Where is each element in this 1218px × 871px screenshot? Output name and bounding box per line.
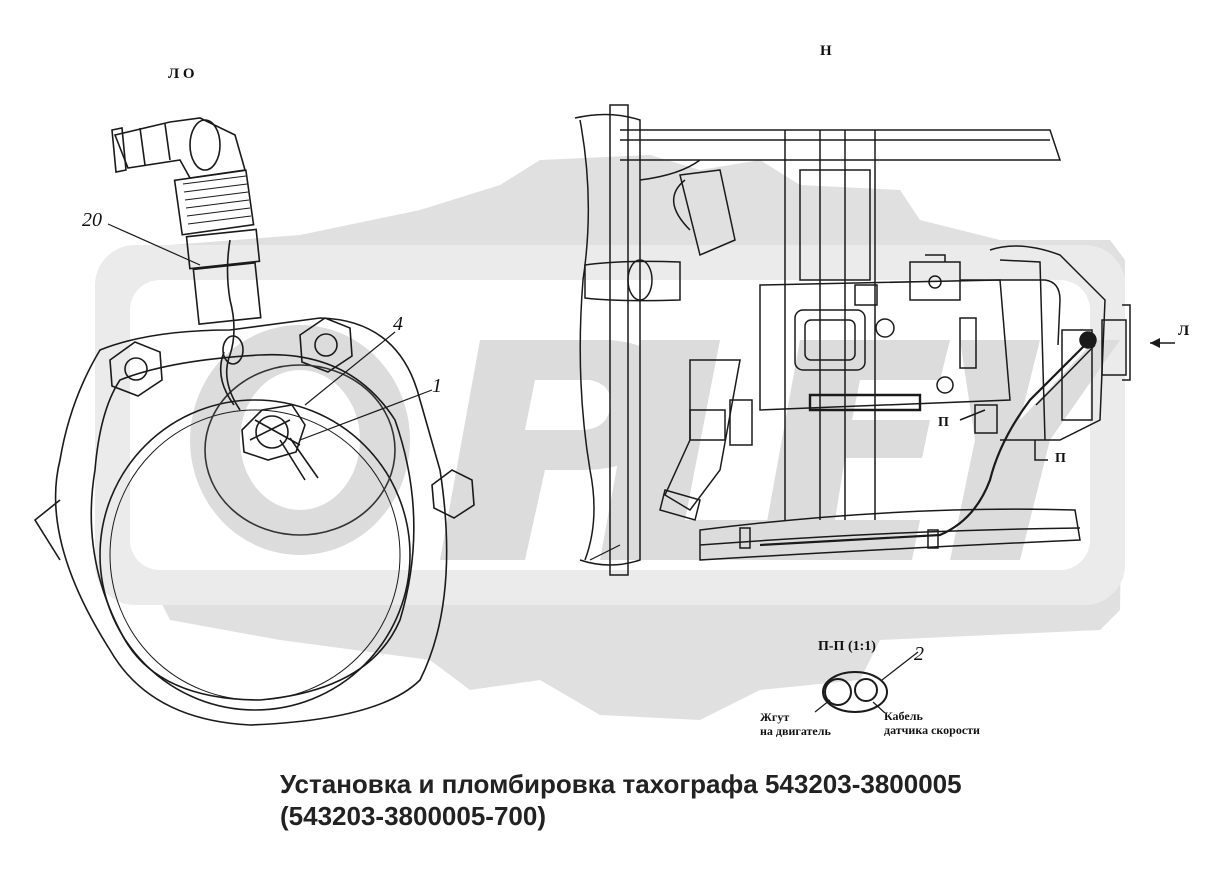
gearbox [759,245,1131,441]
section-outline [822,671,888,713]
label-view-l: Л [1178,323,1189,339]
label-harness-2: на двигатель [760,724,831,738]
housing-outline [54,317,448,726]
bolt-left [109,341,163,397]
cable-circle [854,678,878,702]
label-view-n: Н [820,43,832,59]
label-cable-1: Кабель [884,709,923,723]
label-ref-4: 4 [393,313,403,335]
caption-line-2: (543203-3800005-700) [280,801,546,831]
frame-top [620,129,1062,161]
section-detail [814,651,919,714]
elbow-fitting [111,117,247,179]
label-ref-p-a: П [938,415,949,430]
cable-connector [173,169,262,325]
caption-line-1: Установка и пломбировка тахографа 543203… [280,769,962,799]
drawing-labels: Л О Н Л 20 4 1 П П 2 П-П (1:1) Жгут на д… [82,43,1189,738]
label-cable-2: датчика скорости [884,723,980,737]
right-view [574,104,1175,576]
left-view [33,117,475,726]
sensor-mount [204,364,396,536]
speed-sensor [241,404,319,481]
frame-bottom [699,508,1081,561]
drawing-caption: Установка и пломбировка тахографа 543203… [280,768,1180,832]
bolt-right [431,469,475,519]
frame-left [609,104,629,576]
label-section-title: П-П (1:1) [818,639,876,654]
leader-lines [107,223,621,561]
bolt-top [299,317,353,373]
sensor-cable [225,239,241,411]
watermark-letters [190,325,1120,560]
speed-cable [759,339,1091,547]
label-view-lo: Л О [168,66,195,82]
brackets [689,393,998,549]
harness-circle [824,678,852,706]
label-ref-p-b: П [1055,451,1066,466]
valve-unit [854,254,1061,346]
label-harness-1: Жгут [760,710,789,724]
label-ref-20: 20 [82,209,102,231]
label-ref-1: 1 [432,375,442,397]
label-ref-2: 2 [914,643,924,665]
sensor-plug-right [1079,331,1097,349]
